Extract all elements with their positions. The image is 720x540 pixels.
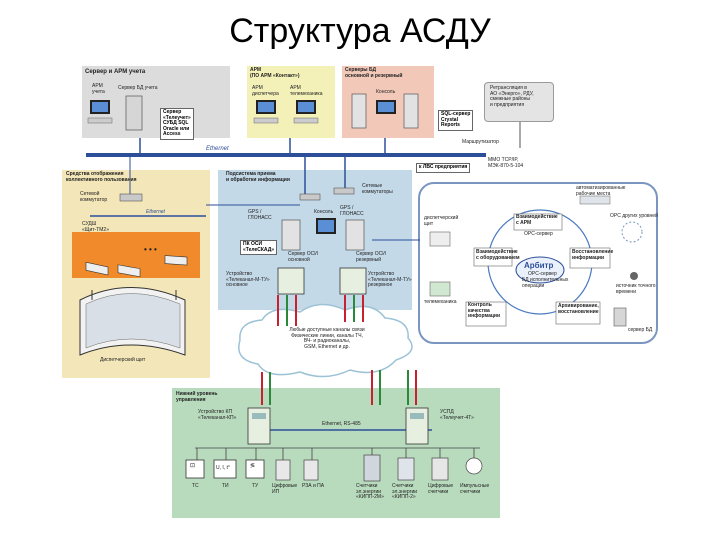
ui-symbol: U, I, t° (216, 465, 230, 471)
arbiter-sub-label: БД исполнительных операции (522, 277, 569, 289)
opc-other-label: OPC других уровней (610, 213, 658, 219)
retranslation-label: Ретрансляция в АО «Энерго», РДУ, смежные… (490, 85, 534, 108)
server-db-uchet-label: Сервер БД учета (118, 85, 158, 91)
tu-label: ТУ (252, 483, 259, 489)
server-telecount-tag: Сервер «Телеучет» СУБД SQL Oracle или Ac… (160, 108, 194, 140)
lower-box (172, 388, 500, 518)
lower-title: Нижний уровень управления (176, 391, 218, 403)
sql-server-tag: SQL-сервер Crystal Reports (438, 110, 474, 131)
telemech-label: телемеханика (424, 299, 457, 305)
retranslation-box (484, 82, 554, 122)
ushd-right-label: УСПД «Телеучет-4Т» (440, 409, 474, 421)
reception-title: Подсистема приема и обработки информации (226, 171, 290, 183)
server-reserve-label: Сервер ОСИ резервный (356, 251, 386, 263)
ethernet-bus (86, 153, 486, 157)
device-main-label: Устройство «Телеканал-М-ТУ» основное (226, 271, 270, 288)
db-servers-title: Серверы БД основной и резервный (345, 67, 403, 79)
console-top-label: Консоль (376, 89, 396, 95)
arm-telemech-label: АРМ телемеханика (290, 85, 323, 97)
disp-panel-label: Диспетчерский щит (100, 357, 146, 363)
opc-server-label: OPC-сервер (528, 271, 557, 277)
digital-meters-label: Цифровые счетчики (428, 483, 454, 495)
page-title: Структура АСДУ (229, 12, 491, 50)
tu-symbol: ≶ (250, 463, 256, 469)
restore-label: Восстановление информации (572, 249, 614, 261)
ts-label: ТС (192, 483, 199, 489)
digital-ip-label: Цифровые ИП (272, 483, 298, 495)
server-main-label: Сервер ОСИ основной (288, 251, 318, 263)
server-arm-title: Сервер и АРМ учета (85, 69, 146, 75)
gps-left-label: GPS / ГЛОНАСС (248, 209, 272, 221)
archive-label: Архивирование, восстановление (558, 303, 599, 315)
disp-panel-r-label: диспетчерский щит (424, 215, 459, 227)
ellipsis-label: • • • (144, 245, 157, 254)
arbiter-core (515, 256, 565, 284)
server-db-r-label: сервер БД (628, 327, 653, 333)
arm-uchet-label: АРМ учета (92, 83, 105, 95)
control-info-label: Контроль качества информации (468, 302, 501, 319)
gps-right-label: GPS / ГЛОНАСС (340, 205, 364, 217)
meter1-label: Счетчики эл.энергии «КИПП-2М» (356, 483, 384, 500)
arm-dispatcher-label: АРМ диспетчера (252, 85, 279, 97)
comm-cloud (238, 303, 413, 378)
ethernet-left-label: Ethernet (146, 209, 165, 215)
meter2-label: Счетчики эл.энергии «КИПП-2» (392, 483, 418, 500)
device-reserve-label: Устройство «Телеканал-М-ТУ» резервное (368, 271, 412, 288)
po-osi-tag: ПК ОСИ «ТелеСКАД» (240, 240, 278, 255)
net-switches-label: Сетевые коммутаторы (362, 183, 393, 195)
ushd-left-label: Устройство КП «Телеканал-КП» (198, 409, 237, 421)
ti-label: ТИ (222, 483, 229, 489)
mmo-label: ММО ТСР/IP, МЭК-870-5-104 (488, 157, 524, 169)
opc-label: OPC-сервер (524, 231, 553, 237)
accurate-time-label: источник точного времени (616, 283, 656, 295)
collective-title: Средства отображения коллективного польз… (66, 171, 137, 183)
ethernet-label: Ethernet (206, 146, 229, 152)
pulse-meters-label: Импульсные счетчики (460, 483, 490, 495)
ethernet-rs-label: Ethernet, RS-485 (322, 421, 361, 427)
arm-contact-title: АРМ (ПО АРМ «Контакт») (250, 67, 300, 79)
lvs-tag: к ЛВС предприятия (416, 163, 471, 173)
arbiter-label: Арбитр (524, 261, 554, 270)
console-mid-label: Консоль (314, 209, 334, 215)
arm-ws-label: автоматизированные рабочие места (576, 185, 626, 197)
interact-arm-label: Взаимодействие с АРМ (516, 214, 558, 226)
channels-label: Любые доступные каналы связи Физические … (289, 327, 365, 350)
router-label: Маршрутизатор (462, 139, 499, 145)
interact-equip-label: Взаимодействие с оборудованием (476, 249, 520, 261)
sudsh-label: СУДШ «Щит-ТМ2» (82, 221, 109, 233)
rza-label: РЗА и ПА (302, 483, 325, 489)
ts-symbol: ⊡ (190, 463, 196, 469)
net-switch-left-label: Сетевой коммутатор (80, 191, 108, 203)
